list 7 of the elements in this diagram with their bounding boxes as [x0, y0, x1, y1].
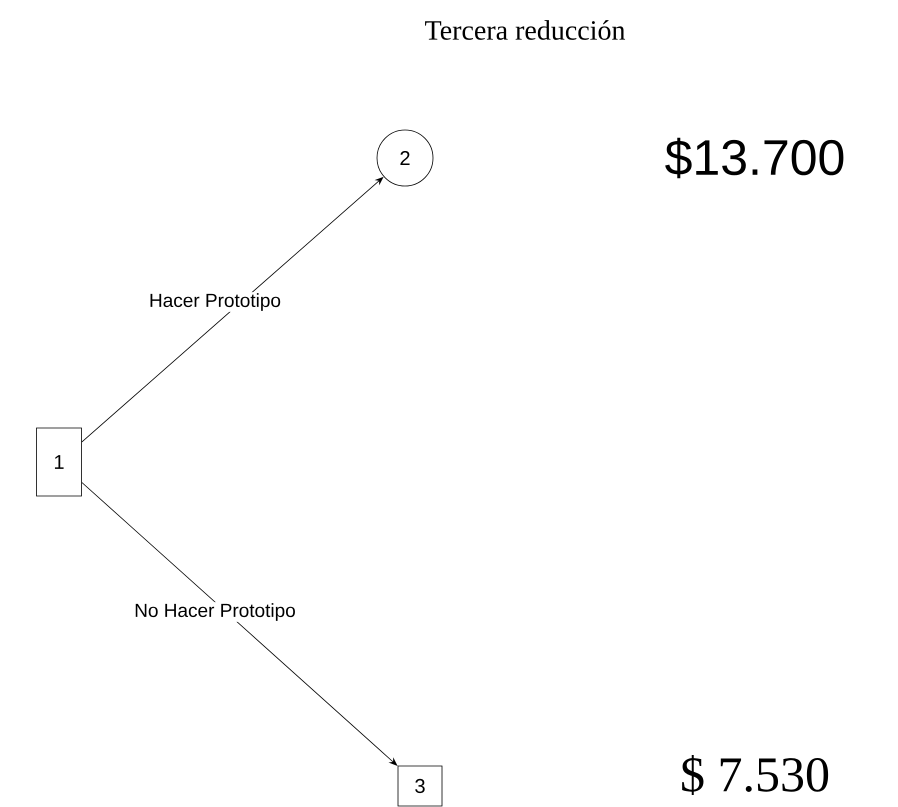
value-label: $ 7.530: [682, 755, 828, 796]
edge-label: No Hacer Prototipo: [133, 602, 297, 622]
title: Tercera reducción: [425, 20, 626, 40]
value-label: $13.700: [665, 138, 844, 178]
edge-label: Hacer Prototipo: [148, 292, 282, 312]
decision-box: 3: [398, 766, 442, 806]
decision-box: 1: [36, 428, 82, 496]
